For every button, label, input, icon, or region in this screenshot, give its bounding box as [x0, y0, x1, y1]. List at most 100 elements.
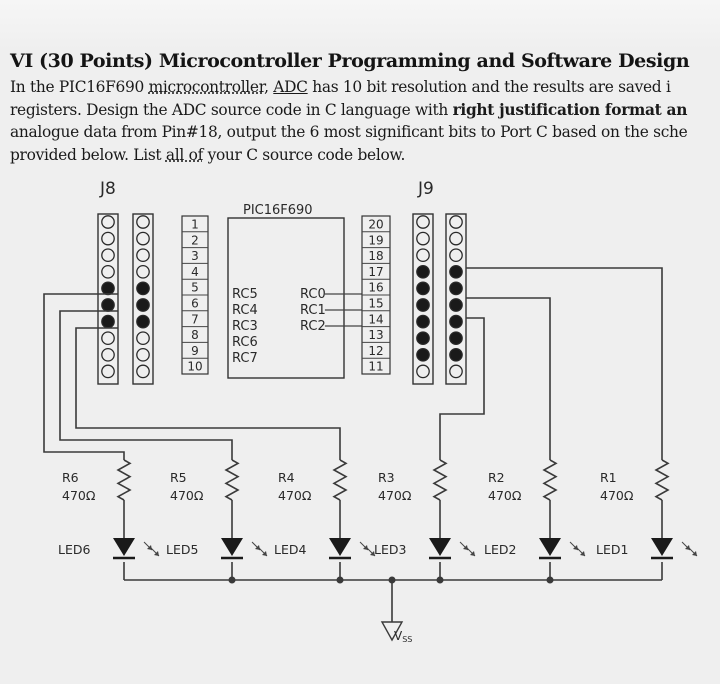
- pin-hole: [136, 215, 150, 229]
- pin-hole: [101, 298, 115, 312]
- text-run: your C source code below.: [202, 145, 406, 164]
- pin-hole: [416, 281, 430, 296]
- led-label: LED2: [484, 542, 516, 557]
- resistor-name: R2: [488, 470, 505, 485]
- left-pin-number: 10: [187, 360, 202, 374]
- pin-hole: [449, 264, 463, 279]
- led-symbol: [221, 538, 243, 556]
- right-pin-number: 12: [368, 344, 383, 358]
- left-pin-number: 4: [191, 265, 199, 279]
- resistor-name: R3: [378, 470, 395, 485]
- paragraph-line: In the PIC16F690 microcontroller, ADC ha…: [10, 76, 720, 99]
- resistor-name: R5: [170, 470, 187, 485]
- resistor-value: 470Ω: [378, 488, 412, 503]
- pin-hole: [101, 364, 115, 379]
- resistor-name: R4: [278, 470, 295, 485]
- right-pin-number: 14: [368, 312, 383, 326]
- text-run: In the PIC16F690: [10, 78, 149, 96]
- resistor-value: 470Ω: [488, 488, 522, 503]
- chip-name: PIC16F690: [243, 203, 313, 218]
- resistor-symbol: [654, 459, 670, 501]
- left-pin-number: 9: [191, 344, 199, 358]
- pin-hole: [136, 248, 150, 263]
- led-symbol: [429, 538, 451, 556]
- pin-hole: [136, 231, 150, 246]
- led-label: LED5: [166, 542, 198, 557]
- right-pin-number: 17: [368, 265, 383, 279]
- right-pin-number: 19: [368, 233, 383, 247]
- right-pin-number: 13: [368, 328, 383, 342]
- resistor-name: R1: [600, 470, 617, 485]
- question-paragraph: In the PIC16F690 microcontroller, ADC ha…: [10, 76, 720, 166]
- spellcheck-word: microcontroller,: [148, 78, 269, 96]
- ground-label: VSS: [394, 629, 412, 644]
- pin-hole: [136, 364, 150, 379]
- pin-hole: [449, 231, 463, 246]
- chip-body: [227, 217, 345, 379]
- led-label: LED4: [274, 542, 306, 557]
- bold-text: right justification format an: [452, 100, 688, 119]
- pin-hole: [136, 347, 150, 362]
- pin-hole: [416, 248, 430, 263]
- resistor-symbol: [542, 459, 558, 501]
- resistor-name: R6: [62, 470, 79, 485]
- left-pin-number: 3: [191, 249, 199, 263]
- resistor-value: 470Ω: [600, 488, 634, 503]
- spellcheck-word: all of: [165, 145, 203, 164]
- pin-hole: [449, 364, 463, 379]
- pin-hole: [416, 314, 430, 329]
- port-label: RC3: [232, 319, 258, 334]
- led-symbol: [539, 538, 561, 556]
- pin-hole: [416, 264, 430, 279]
- pin-hole: [101, 215, 115, 229]
- connector-j9-label: J9: [417, 179, 434, 199]
- pin-hole: [449, 248, 463, 263]
- wiring: [43, 267, 663, 622]
- port-label: RC0: [300, 287, 326, 302]
- right-pin-number: 18: [368, 249, 383, 263]
- pin-hole: [136, 281, 150, 296]
- left-pin-number: 6: [191, 297, 199, 311]
- resistor-symbol: [224, 459, 240, 501]
- text-run: provided below. List: [10, 145, 166, 164]
- right-pin-number: 15: [368, 297, 383, 311]
- text-run: has 10 bit resolution and the results ar…: [307, 78, 671, 96]
- led-symbol: [113, 538, 135, 556]
- pin-hole: [449, 298, 463, 312]
- pin-hole: [449, 347, 463, 362]
- pin-hole: [449, 215, 463, 229]
- connector-j8-label: J8: [99, 179, 116, 199]
- question-heading: VI (30 Points) Microcontroller Programmi…: [10, 50, 690, 72]
- right-pin-number: 20: [368, 218, 383, 232]
- text-run: analogue data from Pin#18, output the 6 …: [10, 123, 688, 141]
- port-label: RC5: [232, 287, 258, 302]
- resistor-symbol: [432, 459, 448, 501]
- right-pin-number: 16: [368, 281, 383, 295]
- j8-outer-column: [97, 213, 119, 385]
- pin-hole: [136, 331, 150, 346]
- j9-inner-column: [412, 213, 434, 385]
- led-label: LED3: [374, 542, 406, 557]
- pin-hole: [101, 231, 115, 246]
- right-pin-number: 11: [368, 360, 383, 374]
- led-symbol: [329, 538, 351, 556]
- left-pin-number: 8: [191, 328, 199, 342]
- pin-hole: [101, 331, 115, 346]
- pin-hole: [449, 281, 463, 296]
- pin-hole: [449, 314, 463, 329]
- resistor-value: 470Ω: [278, 488, 312, 503]
- pin-hole: [416, 364, 430, 379]
- pin-hole: [101, 248, 115, 263]
- pin-hole: [416, 231, 430, 246]
- j8-inner-column: [132, 213, 154, 385]
- pin-hole: [416, 347, 430, 362]
- left-pin-number: 5: [191, 281, 199, 295]
- port-label: RC6: [232, 335, 258, 350]
- pin-hole: [416, 298, 430, 312]
- junction-dots: [228, 576, 554, 584]
- paragraph-line: analogue data from Pin#18, output the 6 …: [10, 121, 720, 144]
